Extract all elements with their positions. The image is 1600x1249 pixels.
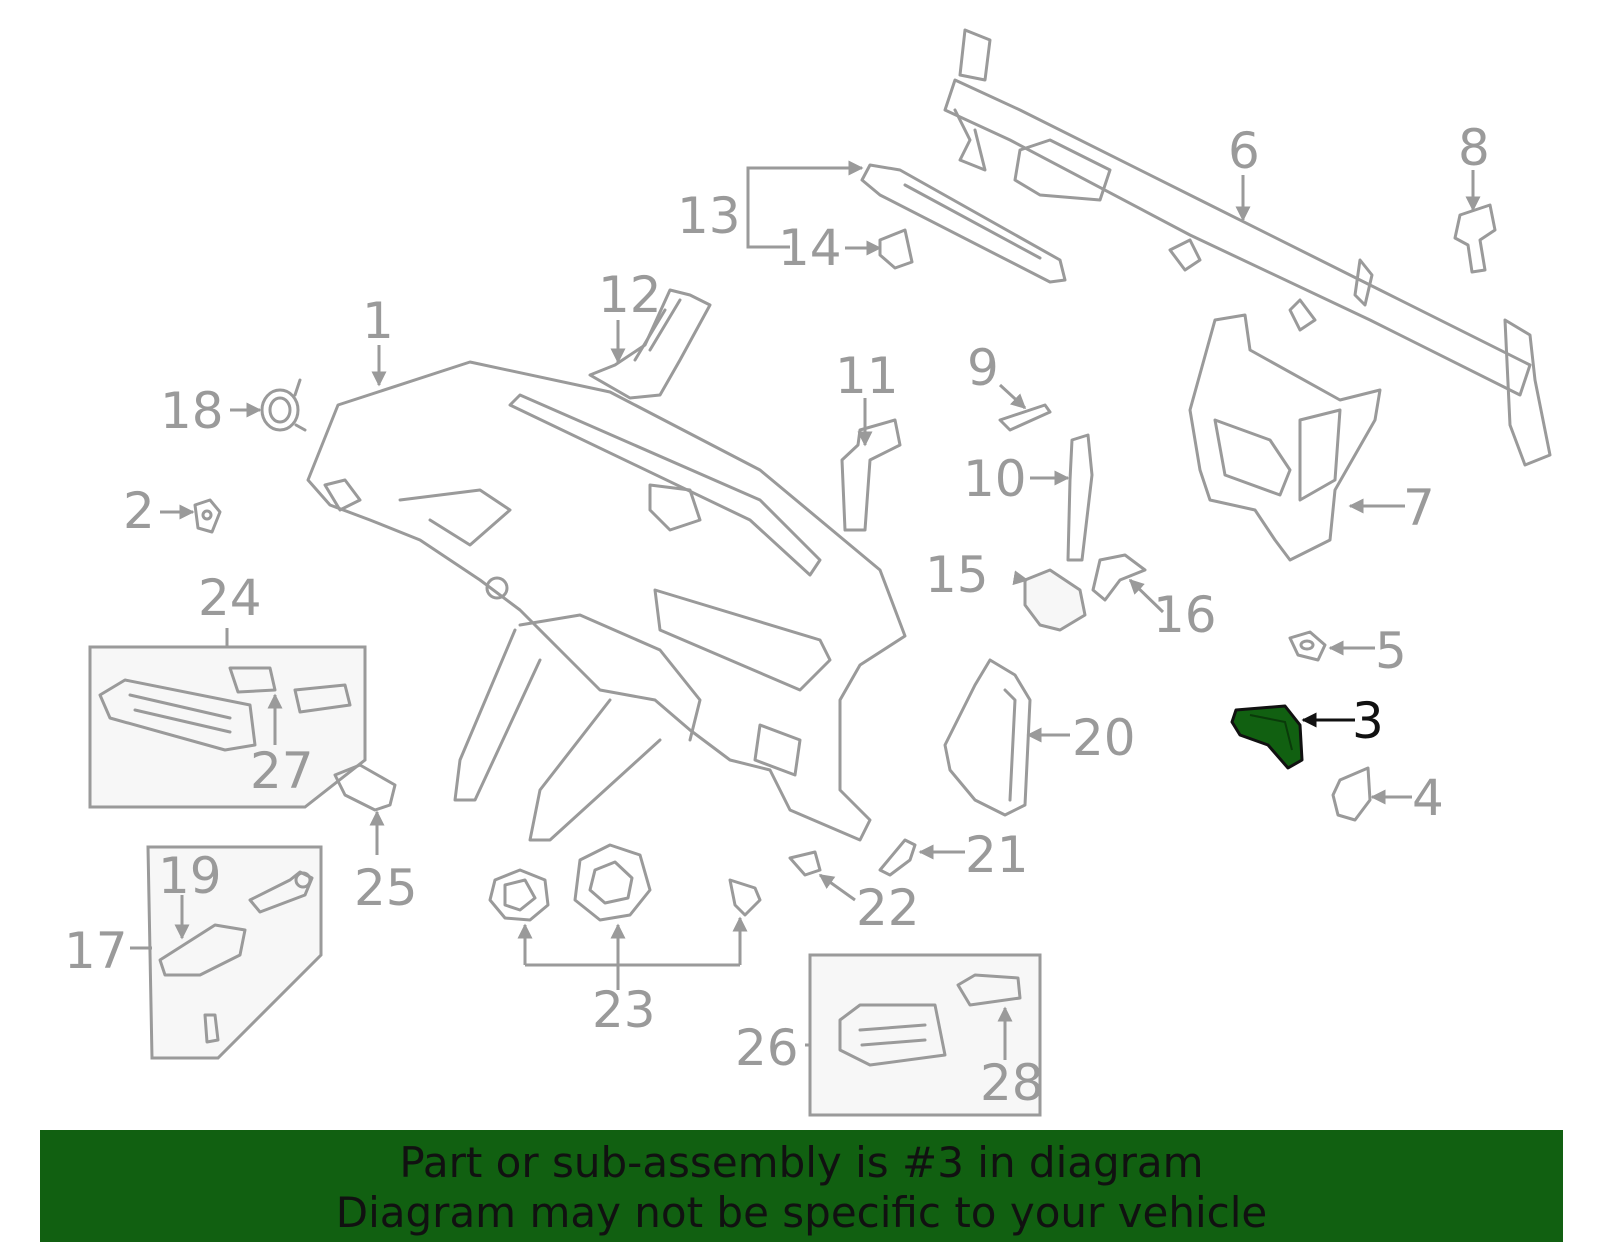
callout-23: 23 <box>592 981 656 1039</box>
callout-2: 2 <box>123 482 155 540</box>
callout-20: 20 <box>1072 709 1136 767</box>
duct-part-12 <box>588 288 712 400</box>
side-panel-part-20 <box>943 658 1032 817</box>
callout-19: 19 <box>158 847 222 905</box>
part-2 <box>193 498 222 534</box>
part-5 <box>1288 630 1327 662</box>
bracket-part-7 <box>1188 313 1382 562</box>
leader-line-16 <box>1128 578 1165 614</box>
part-9 <box>998 403 1052 432</box>
leader-line-9 <box>998 383 1027 410</box>
callout-7: 7 <box>1403 479 1435 537</box>
instrument-panel-part-1 <box>306 360 907 842</box>
callout-10: 10 <box>963 450 1027 508</box>
callout-3-highlighted: 3 <box>1352 692 1384 750</box>
part-25 <box>333 763 397 812</box>
parts-group-23 <box>488 843 762 922</box>
callout-5: 5 <box>1375 622 1407 680</box>
callout-14: 14 <box>778 219 842 277</box>
callout-24: 24 <box>198 569 262 627</box>
leader-line-15 <box>1012 570 1029 586</box>
bracket-part-8 <box>1453 203 1497 274</box>
part-22 <box>788 850 822 877</box>
callout-18: 18 <box>160 382 224 440</box>
bracket-part-10 <box>1066 433 1094 562</box>
bracket-part-11 <box>840 418 902 532</box>
inset-box-26 <box>805 953 1042 1117</box>
part-18 <box>260 378 307 432</box>
callout-9: 9 <box>967 339 999 397</box>
clip-part-14 <box>878 228 914 270</box>
callout-16: 16 <box>1153 586 1217 644</box>
banner-line-disclaimer: Diagram may not be specific to your vehi… <box>335 1188 1268 1237</box>
callout-4: 4 <box>1412 769 1444 827</box>
callout-1: 1 <box>362 292 394 350</box>
inset-box-17 <box>130 845 323 1060</box>
bracket-part-3-highlighted <box>1230 704 1304 770</box>
leader-line-22 <box>818 873 856 902</box>
defroster-duct-part-13 <box>860 163 1067 284</box>
callout-15: 15 <box>925 546 989 604</box>
cross-beam-part-6 <box>943 28 1552 467</box>
callout-21: 21 <box>965 826 1029 884</box>
callout-13: 13 <box>677 187 741 245</box>
callout-8: 8 <box>1458 119 1490 177</box>
callout-12: 12 <box>598 266 662 324</box>
part-4 <box>1331 766 1372 822</box>
callout-25: 25 <box>354 859 418 917</box>
notice-banner: Part or sub-assembly is #3 in diagram Di… <box>40 1130 1563 1242</box>
callout-28: 28 <box>980 1054 1044 1112</box>
callout-27: 27 <box>250 742 314 800</box>
part-21 <box>878 838 917 877</box>
banner-line-part-number: Part or sub-assembly is #3 in diagram <box>399 1138 1204 1187</box>
callout-6: 6 <box>1228 122 1260 180</box>
callout-22: 22 <box>856 879 920 937</box>
callout-11: 11 <box>835 347 899 405</box>
inset-box-24 <box>88 628 367 809</box>
part-16 <box>1091 553 1147 602</box>
callout-17: 17 <box>64 922 128 980</box>
part-15 <box>1023 568 1087 632</box>
callout-26: 26 <box>735 1019 799 1077</box>
